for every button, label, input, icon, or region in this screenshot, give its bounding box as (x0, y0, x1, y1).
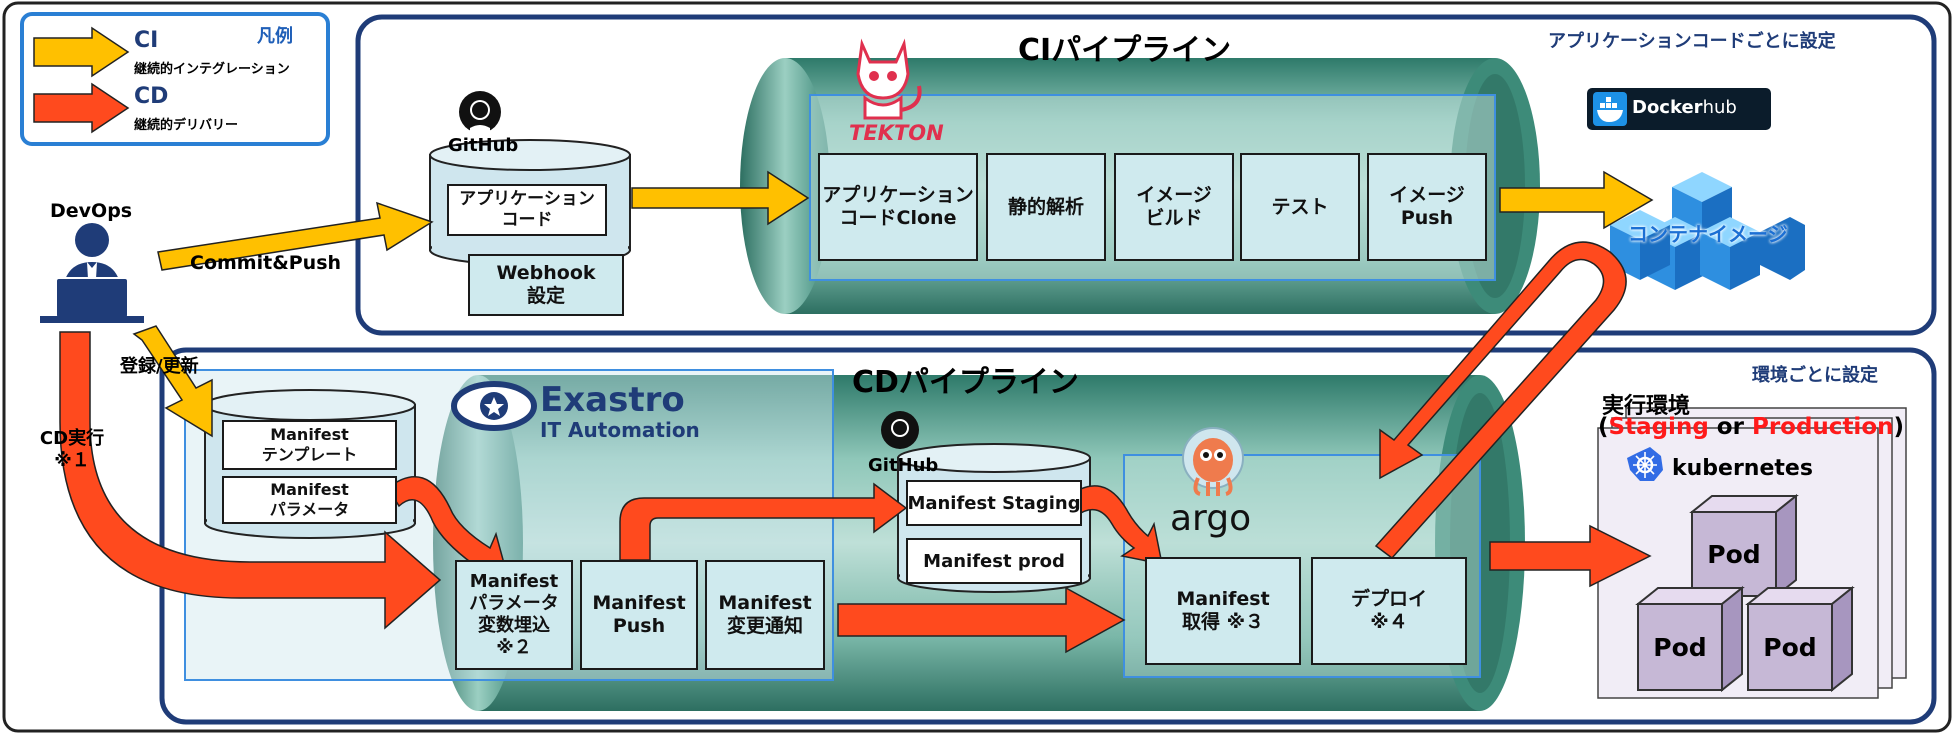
argo-label: argo (1170, 498, 1252, 539)
argo-octopus-icon (1182, 427, 1244, 496)
tekton-label: TEKTON (849, 121, 944, 145)
image-pull-arrow (1374, 241, 1627, 560)
legend-cd-desc: 継続的デリバリー (134, 118, 239, 133)
ci-scope-note: アプリケーションコードごとに設定 (1548, 31, 1836, 52)
param-to-embed-arrow (387, 476, 510, 579)
pod-label-right: Pod (1763, 633, 1817, 662)
legend-title: 凡例 (257, 26, 293, 47)
github-label-ci: GitHub (448, 135, 519, 156)
legend-cd-arrow (33, 82, 130, 134)
container-image-label: コンテナイメージ (1628, 222, 1788, 246)
register-update-arrow (132, 325, 213, 438)
exastro-sub: IT Automation (540, 418, 700, 442)
devops-person-icon (40, 223, 144, 323)
ci-repo-top (429, 139, 631, 171)
exastro-name: Exastro (540, 380, 685, 420)
deploy-to-runtime-arrow (1489, 524, 1652, 588)
manifest-staging-box: Manifest Staging (906, 480, 1082, 526)
runtime-title: 実行環境 (1602, 394, 1691, 419)
manifest-prod-box: Manifest prod (906, 538, 1082, 584)
github-label-cd: GitHub (868, 455, 939, 476)
tekton-cat-icon (856, 38, 922, 120)
cd-run-arrow (59, 331, 442, 630)
kubernetes-label: kubernetes (1672, 456, 1813, 481)
pod-cube-top (1689, 493, 1799, 599)
staging-to-argo-arrow (1065, 485, 1163, 565)
github-icon-cd (881, 411, 919, 449)
register-update-label: 登録/更新 (120, 356, 199, 377)
exastro-logo-icon (451, 381, 537, 431)
pod-cube-left (1635, 585, 1745, 693)
cd-scope-note: 環境ごとに設定 (1752, 365, 1878, 386)
docker-whale-icon (1593, 92, 1627, 126)
ci-step-image-build: イメージビルド (1114, 153, 1234, 261)
devops-label: DevOps (50, 200, 133, 222)
ci-pipeline-title: CIパイプライン (1018, 33, 1232, 68)
dockerhub-label: Dockerhub (1632, 97, 1737, 118)
legend-ci-desc: 継続的インテグレーション (134, 62, 290, 77)
kubernetes-icon (1627, 447, 1663, 481)
pod-cube-right (1745, 585, 1855, 693)
pod-label-top: Pod (1707, 540, 1761, 569)
ci-step-clone: アプリケーションコードClone (818, 153, 978, 261)
github-icon-ci (459, 91, 501, 134)
legend-ci-arrow (33, 26, 130, 78)
commit-push-label: Commit&Push (190, 252, 342, 274)
ci-step-test: テスト (1240, 153, 1360, 261)
ci-step-static-analysis: 静的解析 (986, 153, 1106, 261)
container-cubes-icon (1610, 172, 1805, 290)
legend-cd-label: CD (134, 84, 169, 109)
pod-label-left: Pod (1653, 633, 1707, 662)
runtime-target: (Staging or Production) (1598, 414, 1905, 440)
push-to-registry-arrow (1499, 170, 1654, 230)
app-code-to-tekton-arrow (631, 170, 810, 226)
app-code-box: アプリケーションコード (447, 184, 607, 236)
manifest-push-arrow (619, 482, 908, 561)
commit-push-arrow (157, 201, 434, 271)
cd-pipeline-title: CDパイプライン (852, 365, 1079, 400)
dockerhub-badge (1587, 88, 1771, 130)
cd-run-label: CD実行※１ (39, 428, 105, 471)
change-notify-arrow (837, 586, 1126, 654)
legend-ci-label: CI (134, 28, 159, 53)
argo-step-deploy: デプロイ※４ (1311, 557, 1467, 665)
